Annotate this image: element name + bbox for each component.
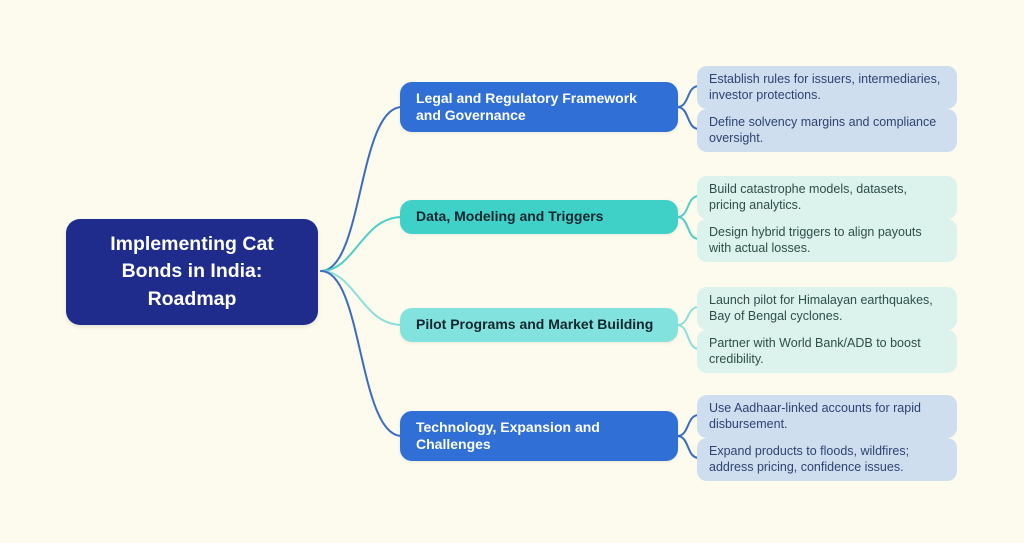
leaf-node-text: Use Aadhaar-linked accounts for rapid di… bbox=[709, 401, 921, 432]
branch-node-legal-regulatory[interactable]: Legal and Regulatory Framework and Gover… bbox=[400, 82, 678, 132]
connector-root-branch-3 bbox=[320, 270, 403, 326]
leaf-node-aadhaar-accounts[interactable]: Use Aadhaar-linked accounts for rapid di… bbox=[697, 395, 957, 438]
leaf-node-text: Establish rules for issuers, intermediar… bbox=[709, 72, 941, 103]
root-node[interactable]: Implementing Cat Bonds in India: Roadmap bbox=[66, 219, 318, 325]
leaf-node-establish-rules[interactable]: Establish rules for issuers, intermediar… bbox=[697, 66, 957, 109]
leaf-node-launch-pilot[interactable]: Launch pilot for Himalayan earthquakes, … bbox=[697, 287, 957, 330]
leaf-node-catastrophe-models[interactable]: Build catastrophe models, datasets, pric… bbox=[697, 176, 957, 219]
connector-root-branch-2 bbox=[320, 216, 403, 272]
leaf-node-text: Build catastrophe models, datasets, pric… bbox=[709, 182, 908, 213]
connector-branch2-leaf-b bbox=[676, 216, 700, 240]
connector-branch2-leaf-a bbox=[676, 195, 700, 218]
leaf-node-text: Design hybrid triggers to align payouts … bbox=[709, 225, 922, 256]
connector-branch3-leaf-a bbox=[676, 306, 700, 326]
connector-branch4-leaf-b bbox=[676, 435, 700, 459]
branch-node-pilot-programs[interactable]: Pilot Programs and Market Building bbox=[400, 308, 678, 342]
leaf-node-partner-world-bank[interactable]: Partner with World Bank/ADB to boost cre… bbox=[697, 330, 957, 373]
branch-node-label: Data, Modeling and Triggers bbox=[416, 208, 604, 225]
connector-branch4-leaf-a bbox=[676, 414, 700, 437]
leaf-node-solvency-margins[interactable]: Define solvency margins and compliance o… bbox=[697, 109, 957, 152]
connector-root-branch-1 bbox=[320, 106, 403, 272]
leaf-node-text: Launch pilot for Himalayan earthquakes, … bbox=[709, 293, 933, 324]
leaf-node-hybrid-triggers[interactable]: Design hybrid triggers to align payouts … bbox=[697, 219, 957, 262]
root-node-label: Implementing Cat Bonds in India: Roadmap bbox=[110, 233, 274, 310]
branch-node-label: Legal and Regulatory Framework and Gover… bbox=[416, 89, 637, 124]
connector-branch3-leaf-b bbox=[676, 324, 700, 350]
connector-branch1-leaf-b bbox=[676, 106, 700, 130]
branch-node-label: Pilot Programs and Market Building bbox=[416, 316, 654, 333]
leaf-node-text: Define solvency margins and compliance o… bbox=[709, 115, 937, 146]
branch-node-technology-expansion[interactable]: Technology, Expansion and Challenges bbox=[400, 411, 678, 461]
branch-node-label: Technology, Expansion and Challenges bbox=[416, 418, 600, 453]
connector-root-branch-4 bbox=[320, 270, 403, 437]
leaf-node-expand-products[interactable]: Expand products to floods, wildfires; ad… bbox=[697, 438, 957, 481]
connector-branch1-leaf-a bbox=[676, 85, 700, 108]
leaf-node-text: Partner with World Bank/ADB to boost cre… bbox=[709, 336, 921, 367]
branch-node-data-modeling[interactable]: Data, Modeling and Triggers bbox=[400, 200, 678, 234]
leaf-node-text: Expand products to floods, wildfires; ad… bbox=[709, 444, 910, 475]
